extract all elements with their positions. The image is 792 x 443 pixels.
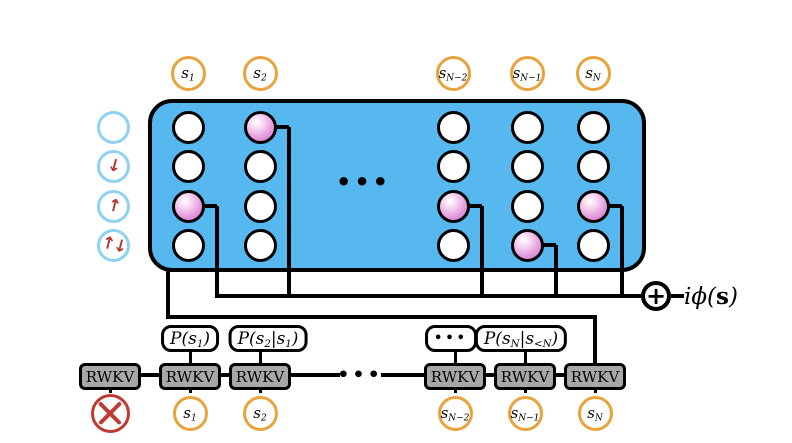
grid-cell — [436, 110, 470, 144]
rwkv-block-label: RWKV — [500, 367, 550, 386]
rwkv-block: RWKV — [564, 363, 626, 390]
grid-cell — [510, 110, 544, 144]
legend-state-empty — [96, 110, 130, 144]
prob-label-text: P(s2|s1) — [237, 328, 299, 350]
prob-label: P(s1) — [161, 325, 219, 352]
plus-output-line — [671, 294, 684, 298]
prob-ellipsis: ••• — [434, 331, 468, 346]
spin-label-text: s1 — [183, 404, 197, 424]
token-stub — [453, 389, 457, 393]
selected-cell-drop — [480, 206, 484, 298]
grid-cell-selected — [171, 189, 205, 223]
rwkv-block: RWKV — [79, 363, 141, 390]
rwkv-block: RWKV — [159, 363, 221, 390]
token-stub — [188, 389, 192, 393]
rwkv-block-label: RWKV — [165, 367, 215, 386]
rwkv-chain-line — [381, 373, 427, 377]
selected-cell-drop — [215, 206, 219, 298]
spin-label-text: s1 — [181, 64, 195, 84]
selected-cell-drop — [287, 127, 291, 298]
bottom-spin-token: sN — [577, 395, 613, 431]
grid-cell — [243, 149, 277, 183]
grid-ellipsis: ••• — [336, 168, 392, 196]
token-stub — [258, 389, 262, 393]
grid-cell-selected — [510, 228, 544, 262]
spin-label-text: s2 — [253, 64, 267, 84]
onehot-state-box — [148, 99, 646, 272]
spin-label-text: sN−1 — [512, 64, 542, 84]
spin-up-down-arrow-icon: ↑↓ — [98, 231, 128, 258]
rwkv-block-label: RWKV — [570, 367, 620, 386]
bottom-spin-token: s1 — [172, 395, 208, 431]
selected-cell-drop — [554, 245, 558, 298]
spin-label-text: s2 — [253, 404, 267, 424]
phase-drop-right — [593, 317, 597, 364]
grid-cell — [436, 228, 470, 262]
legend-state-spin-up: ↑ — [96, 189, 130, 223]
prob-stub — [523, 350, 527, 364]
grid-cell — [510, 149, 544, 183]
legend-state-spin-down: ↓ — [96, 149, 130, 183]
rwkv-chain-ellipsis: ••• — [337, 364, 383, 386]
grid-cell-selected — [436, 189, 470, 223]
prob-label: P(s2|s1) — [228, 325, 308, 352]
grid-cell — [171, 228, 205, 262]
rwkv-chain-line — [483, 373, 497, 377]
grid-cell — [243, 189, 277, 223]
plus-node: + — [641, 281, 671, 311]
grid-cell — [576, 149, 610, 183]
spin-label-text: sN — [587, 404, 603, 424]
grid-cell — [576, 228, 610, 262]
top-spin-label: sN−2 — [435, 55, 471, 91]
bottom-spin-token: sN−2 — [437, 395, 473, 431]
rwkv-block-label: RWKV — [430, 367, 480, 386]
rwkv-block: RWKV — [229, 363, 291, 390]
token-stub — [108, 389, 112, 393]
top-spin-label: sN−1 — [509, 55, 545, 91]
rwkv-chain-line — [138, 373, 162, 377]
prob-stub — [258, 350, 262, 364]
top-spin-label: sN — [575, 55, 611, 91]
bottom-spin-token: sN−1 — [507, 395, 543, 431]
prob-label-text: P(s1) — [170, 328, 210, 350]
grid-cell-selected — [576, 189, 610, 223]
spin-label-text: sN−1 — [510, 404, 540, 424]
rwkv-block-label: RWKV — [235, 367, 285, 386]
token-stub — [523, 389, 527, 393]
rwkv-block-label: RWKV — [85, 367, 135, 386]
top-spin-label: s1 — [170, 55, 206, 91]
start-token-icon — [90, 393, 130, 433]
rwkv-chain-line — [218, 373, 232, 377]
phase-bus — [166, 315, 597, 319]
spin-label-text: sN−2 — [438, 64, 468, 84]
top-spin-label: s2 — [242, 55, 278, 91]
grid-cell — [171, 110, 205, 144]
token-stub — [593, 389, 597, 393]
spin-down-arrow-icon: ↓ — [104, 154, 122, 177]
grid-cell — [171, 149, 205, 183]
phase-drop-left — [166, 270, 170, 319]
prob-label: ••• — [425, 325, 477, 352]
spin-label-text: sN−2 — [440, 404, 470, 424]
phase-label: iϕ(s) — [684, 283, 738, 310]
grid-cell — [436, 149, 470, 183]
spin-up-arrow-icon: ↑ — [104, 194, 122, 217]
legend-state-spin-up-down: ↑↓ — [96, 228, 130, 262]
grid-cell-selected — [243, 110, 277, 144]
prob-label: P(sN|s<N) — [474, 325, 568, 352]
bottom-spin-token: s2 — [242, 395, 278, 431]
prob-label-text: P(sN|s<N) — [483, 328, 559, 350]
rwkv-chain-line — [288, 373, 340, 377]
spin-label-text: sN — [585, 64, 601, 84]
rwkv-chain-line — [553, 373, 567, 377]
rwkv-block: RWKV — [494, 363, 556, 390]
selected-cell-drop — [620, 206, 624, 298]
log-prob-bus — [215, 294, 641, 298]
prob-stub — [453, 350, 457, 364]
grid-cell — [510, 189, 544, 223]
rwkv-block: RWKV — [424, 363, 486, 390]
grid-cell — [576, 110, 610, 144]
prob-stub — [188, 350, 192, 364]
grid-cell — [243, 228, 277, 262]
